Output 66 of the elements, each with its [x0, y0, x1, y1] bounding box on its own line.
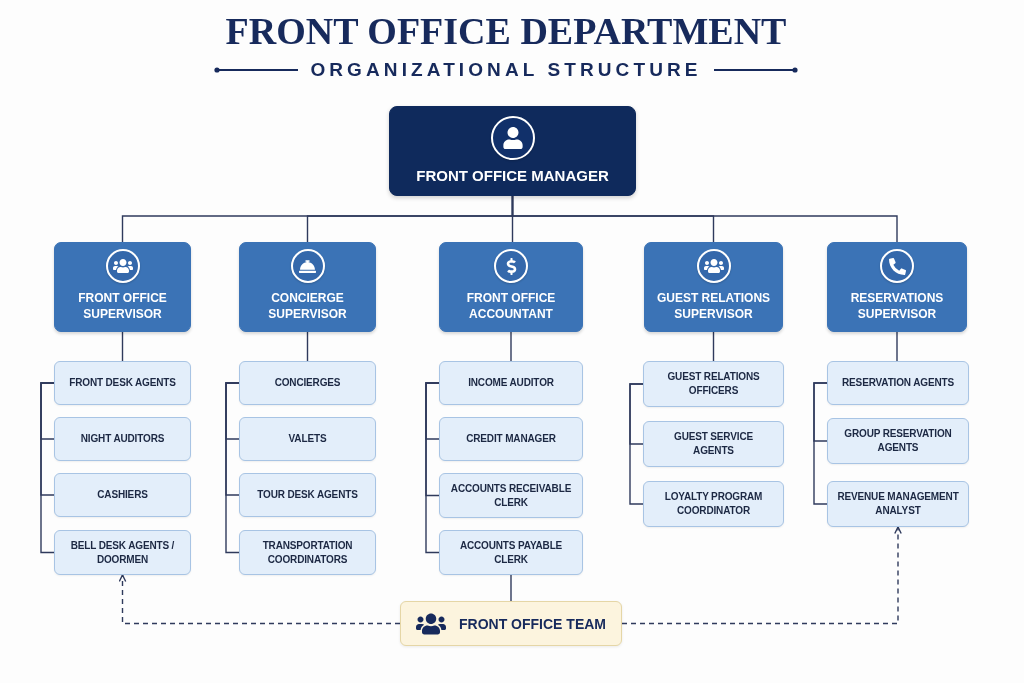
connector-line	[306, 331, 309, 362]
dashed-arrow	[621, 526, 902, 625]
role-label: ACCOUNTS RECEIVABLE CLERK	[449, 481, 573, 510]
role-label: ACCOUNTS PAYABLE CLERK	[458, 538, 564, 567]
role-label: GUEST RELATIONS SUPERVISOR	[655, 290, 772, 322]
staff-box	[827, 361, 969, 405]
staff-box	[239, 530, 376, 575]
subtitle: ORGANIZATIONAL STRUCTURE	[310, 58, 702, 82]
connector-line	[510, 331, 512, 362]
role-label: RESERVATIONS SUPERVISOR	[849, 290, 945, 322]
manager-box	[389, 106, 636, 196]
role-label: TOUR DESK AGENTS	[257, 488, 358, 502]
staff-box	[54, 473, 191, 517]
role-label: FRONT OFFICE SUPERVISOR	[77, 290, 168, 322]
supervisor-box	[827, 242, 967, 332]
connector-line	[40, 382, 55, 554]
role-label: FRONT OFFICE TEAM	[459, 614, 606, 634]
staff-box	[643, 421, 784, 467]
staff-box	[439, 530, 583, 575]
connector-line	[511, 195, 898, 243]
role-label: GUEST SERVICE AGENTS	[673, 430, 754, 458]
connector-line	[425, 382, 440, 554]
connector-line	[510, 574, 512, 602]
staff-box	[643, 481, 784, 527]
supervisor-box	[239, 242, 376, 332]
staff-box	[827, 418, 969, 464]
role-label: FRONT DESK AGENTS	[69, 376, 176, 390]
staff-box	[54, 361, 191, 405]
role-label: BELL DESK AGENTS / DOORMEN	[69, 538, 176, 567]
role-label: LOYALTY PROGRAM COORDINATOR	[663, 490, 764, 518]
role-label: FRONT OFFICE ACCOUNTANT	[465, 290, 557, 322]
role-label: TRANSPORTATION COORDINATORS	[261, 538, 354, 567]
connector-line	[813, 382, 828, 505]
staff-box	[54, 530, 191, 575]
supervisor-box	[439, 242, 583, 332]
role-label: CONCIERGES	[274, 376, 341, 390]
role-label: CREDIT MANAGER	[466, 432, 556, 446]
staff-box	[54, 417, 191, 461]
staff-box	[239, 361, 376, 405]
connector-line	[712, 331, 715, 362]
staff-box	[239, 417, 376, 461]
role-label: CASHIERS	[97, 488, 148, 502]
staff-box	[827, 481, 969, 527]
dashed-arrow	[118, 574, 401, 625]
role-label: RESERVATION AGENTS	[842, 376, 954, 390]
connector-line	[896, 331, 898, 362]
staff-box	[439, 473, 583, 518]
title: FRONT OFFICE DEPARTMENT	[225, 9, 787, 54]
role-label: CONCIERGE SUPERVISOR	[267, 290, 348, 322]
connector-line	[121, 331, 124, 362]
role-label: NIGHT AUDITORS	[80, 432, 165, 446]
supervisor-box	[54, 242, 191, 332]
team-box	[400, 601, 622, 646]
role-label: REVENUE MANAGEMENT ANALYST	[836, 490, 960, 518]
role-label: INCOME AUDITOR	[468, 376, 554, 390]
connector-line	[629, 383, 644, 505]
connector-line	[225, 382, 240, 554]
staff-box	[439, 417, 583, 461]
staff-box	[439, 361, 583, 405]
supervisor-box	[644, 242, 783, 332]
staff-box	[239, 473, 376, 517]
role-label: GUEST RELATIONS OFFICERS	[666, 370, 761, 398]
role-label: FRONT OFFICE MANAGER	[416, 166, 609, 186]
role-label: GROUP RESERVATION AGENTS	[843, 427, 953, 455]
role-label: VALETS	[288, 432, 327, 446]
staff-box	[643, 361, 784, 407]
